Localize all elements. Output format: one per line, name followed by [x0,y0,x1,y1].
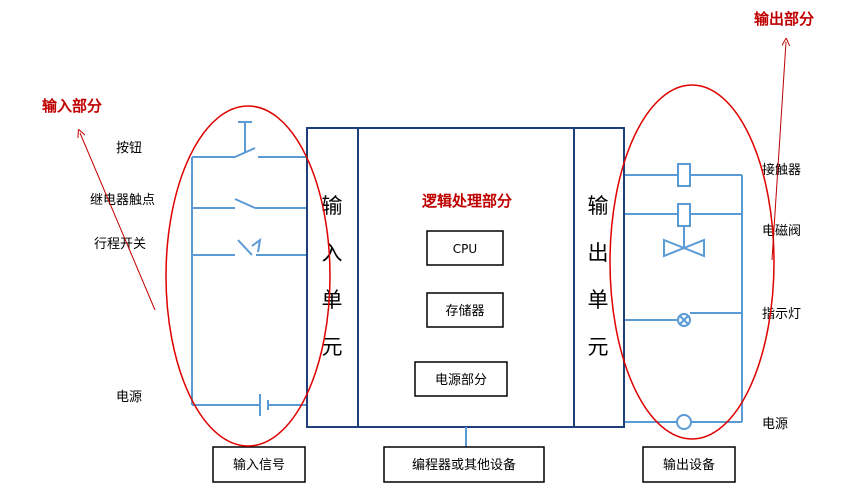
cpu-label: CPU [453,242,477,256]
indicator-light-label: 指示灯 [762,307,801,322]
solenoid-valve-label: 电磁阀 [762,224,801,239]
programmer-box [383,446,545,483]
output-section-ellipse [609,84,775,440]
input-section-title: 输入部分 [42,97,102,115]
relay-contact [234,198,256,209]
output-section-arrow [771,42,786,261]
indicator-light-icon [677,313,691,327]
input-signal-label: 输入信号 [233,457,285,473]
limit-contact [237,239,253,256]
contactor-label: 接触器 [762,162,801,178]
valve-body-icon [663,238,705,258]
programmer-label: 编程器或其他设备 [412,457,516,473]
output-unit-char-3: 元 [588,335,609,359]
output-wiring [624,163,743,430]
light-cross-b [679,315,689,325]
input-section-ellipse [165,105,331,447]
cpu-box [426,230,504,266]
logic-section-title: 逻辑处理部分 [422,192,512,210]
input-signal-box [212,446,306,483]
output-section-title: 输出部分 [754,10,814,28]
memory-box [426,292,504,328]
limit-switch-label: 行程开关 [94,237,146,252]
input-section-arrow [80,133,156,311]
limit-actuator [251,237,262,253]
valve-coil [677,203,691,227]
input-unit-char-0: 输 [322,194,343,218]
output-unit-char-2: 单 [588,288,609,312]
input-unit-char-1: 入 [322,241,343,265]
memory-label: 存储器 [445,304,484,319]
power-unit-box [414,361,508,397]
input-unit-char-3: 元 [322,335,343,359]
input-unit-char-2: 单 [322,288,343,312]
output-device-box [642,446,736,483]
power-unit-label: 电源部分 [435,373,487,388]
button-label: 按钮 [116,141,142,156]
power-right-label: 电源 [762,417,788,432]
button-contact [234,147,256,158]
output-device-label: 输出设备 [663,457,715,473]
output-unit-char-0: 输 [588,194,609,218]
output-unit-char-1: 出 [588,241,609,265]
contactor-coil [677,163,691,187]
out-power-terminal-icon [676,414,692,430]
power-left-label: 电源 [116,390,142,405]
input-wiring [191,121,307,416]
relay-contact-label: 继电器触点 [90,193,155,208]
